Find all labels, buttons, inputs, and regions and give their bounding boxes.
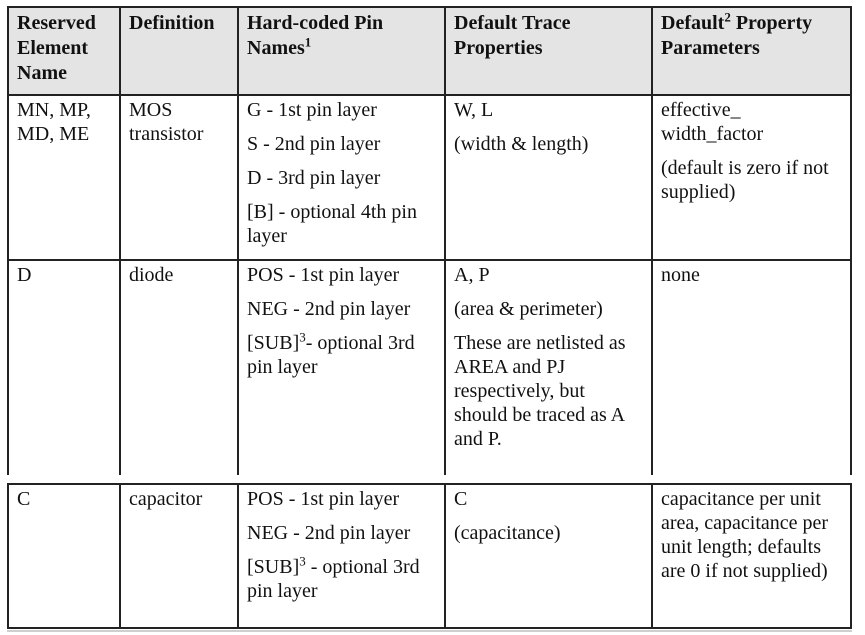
pin-name: POS - 1st pin layer — [247, 264, 400, 286]
pin-names-cell: POS - 1st pin layer NEG - 2nd pin layer … — [237, 485, 444, 627]
definition-cell: diode — [119, 261, 237, 475]
header-text: Property Parameters — [661, 12, 813, 59]
property-parameter: capacitance per unit area, capacitance p… — [661, 488, 829, 582]
definition-cell: MOS transistor — [119, 96, 237, 259]
property-parameters-cell: capacitance per unit area, capacitance p… — [651, 485, 850, 627]
table-row: MN, MP, MD, ME MOS transistor G - 1st pi… — [7, 94, 852, 259]
pin-sub-label: [SUB] — [247, 332, 300, 354]
pin-names-cell: POS - 1st pin layer NEG - 2nd pin layer … — [237, 261, 444, 475]
pin-sub-label: [SUB] — [247, 556, 300, 578]
trace-property-note: These are netlisted as AREA and PJ respe… — [454, 332, 626, 450]
trace-properties-cell: C (capacitance) — [444, 485, 651, 627]
trace-property-desc: (area & perimeter) — [454, 298, 603, 320]
pin-name: POS - 1st pin layer — [247, 488, 400, 510]
pin-name: D - 3rd pin layer — [247, 167, 381, 189]
header-text: Hard-coded Pin Names — [247, 12, 384, 59]
header-default-property-parameters: Default2 Property Parameters — [651, 8, 850, 94]
trace-property: C — [454, 488, 468, 510]
property-parameters-cell: effective_ width_factor (default is zero… — [651, 96, 850, 259]
footnote-marker: 1 — [304, 34, 312, 50]
table-row: C capacitor POS - 1st pin layer NEG - 2n… — [7, 483, 852, 629]
definition-text: MOS transistor — [129, 99, 204, 145]
pin-sub-desc: - optional 3rd pin layer — [247, 556, 420, 602]
header-reserved-element-name: Reserved Element Name — [9, 8, 119, 94]
pin-names-cell: G - 1st pin layer S - 2nd pin layer D - … — [237, 96, 444, 259]
table-header-row: Reserved Element Name Definition Hard-co… — [7, 6, 852, 94]
property-parameter: effective_ width_factor — [661, 99, 764, 145]
pin-sub-desc: - optional 3rd pin layer — [247, 332, 415, 378]
row-gap — [7, 475, 852, 483]
element-name: D — [17, 264, 32, 286]
header-text: Default Trace Properties — [454, 12, 571, 59]
trace-property: A, P — [454, 264, 490, 286]
pin-name-optional: [SUB]3 - optional 3rd pin layer — [247, 553, 436, 603]
header-hard-coded-pin-names: Hard-coded Pin Names1 — [237, 8, 444, 94]
trace-properties-cell: W, L (width & length) — [444, 96, 651, 259]
element-name-cell: D — [9, 261, 119, 475]
definition-cell: capacitor — [119, 485, 237, 627]
element-name: MN, MP, MD, ME — [17, 99, 91, 145]
element-name-cell: MN, MP, MD, ME — [9, 96, 119, 259]
header-text: Reserved Element Name — [17, 12, 96, 84]
pin-name-optional: [SUB]3- optional 3rd pin layer — [247, 329, 436, 379]
trace-property-desc: (capacitance) — [454, 522, 561, 544]
page-divider — [7, 630, 852, 632]
element-table: Reserved Element Name Definition Hard-co… — [7, 6, 852, 629]
trace-property-desc: (width & length) — [454, 133, 589, 155]
header-definition: Definition — [119, 8, 237, 94]
pin-name: [B] - optional 4th pin layer — [247, 201, 417, 247]
header-default-trace-properties: Default Trace Properties — [444, 8, 651, 94]
pin-name: G - 1st pin layer — [247, 99, 377, 121]
element-name-cell: C — [9, 485, 119, 627]
definition-text: diode — [129, 264, 174, 286]
element-name: C — [17, 488, 31, 510]
table-row: D diode POS - 1st pin layer NEG - 2nd pi… — [7, 259, 852, 475]
property-parameter: none — [661, 264, 700, 286]
header-text: Definition — [129, 12, 215, 34]
property-parameter-note: (default is zero if not supplied) — [661, 157, 829, 203]
definition-text: capacitor — [129, 488, 203, 510]
trace-property: W, L — [454, 99, 494, 121]
footnote-marker: 3 — [299, 329, 306, 345]
pin-name: NEG - 2nd pin layer — [247, 522, 411, 544]
pin-name: S - 2nd pin layer — [247, 133, 381, 155]
footnote-marker: 3 — [299, 553, 306, 569]
trace-properties-cell: A, P (area & perimeter) These are netlis… — [444, 261, 651, 475]
footnote-marker: 2 — [724, 9, 731, 25]
pin-name: NEG - 2nd pin layer — [247, 298, 411, 320]
header-text: Default — [661, 12, 725, 34]
property-parameters-cell: none — [651, 261, 850, 475]
